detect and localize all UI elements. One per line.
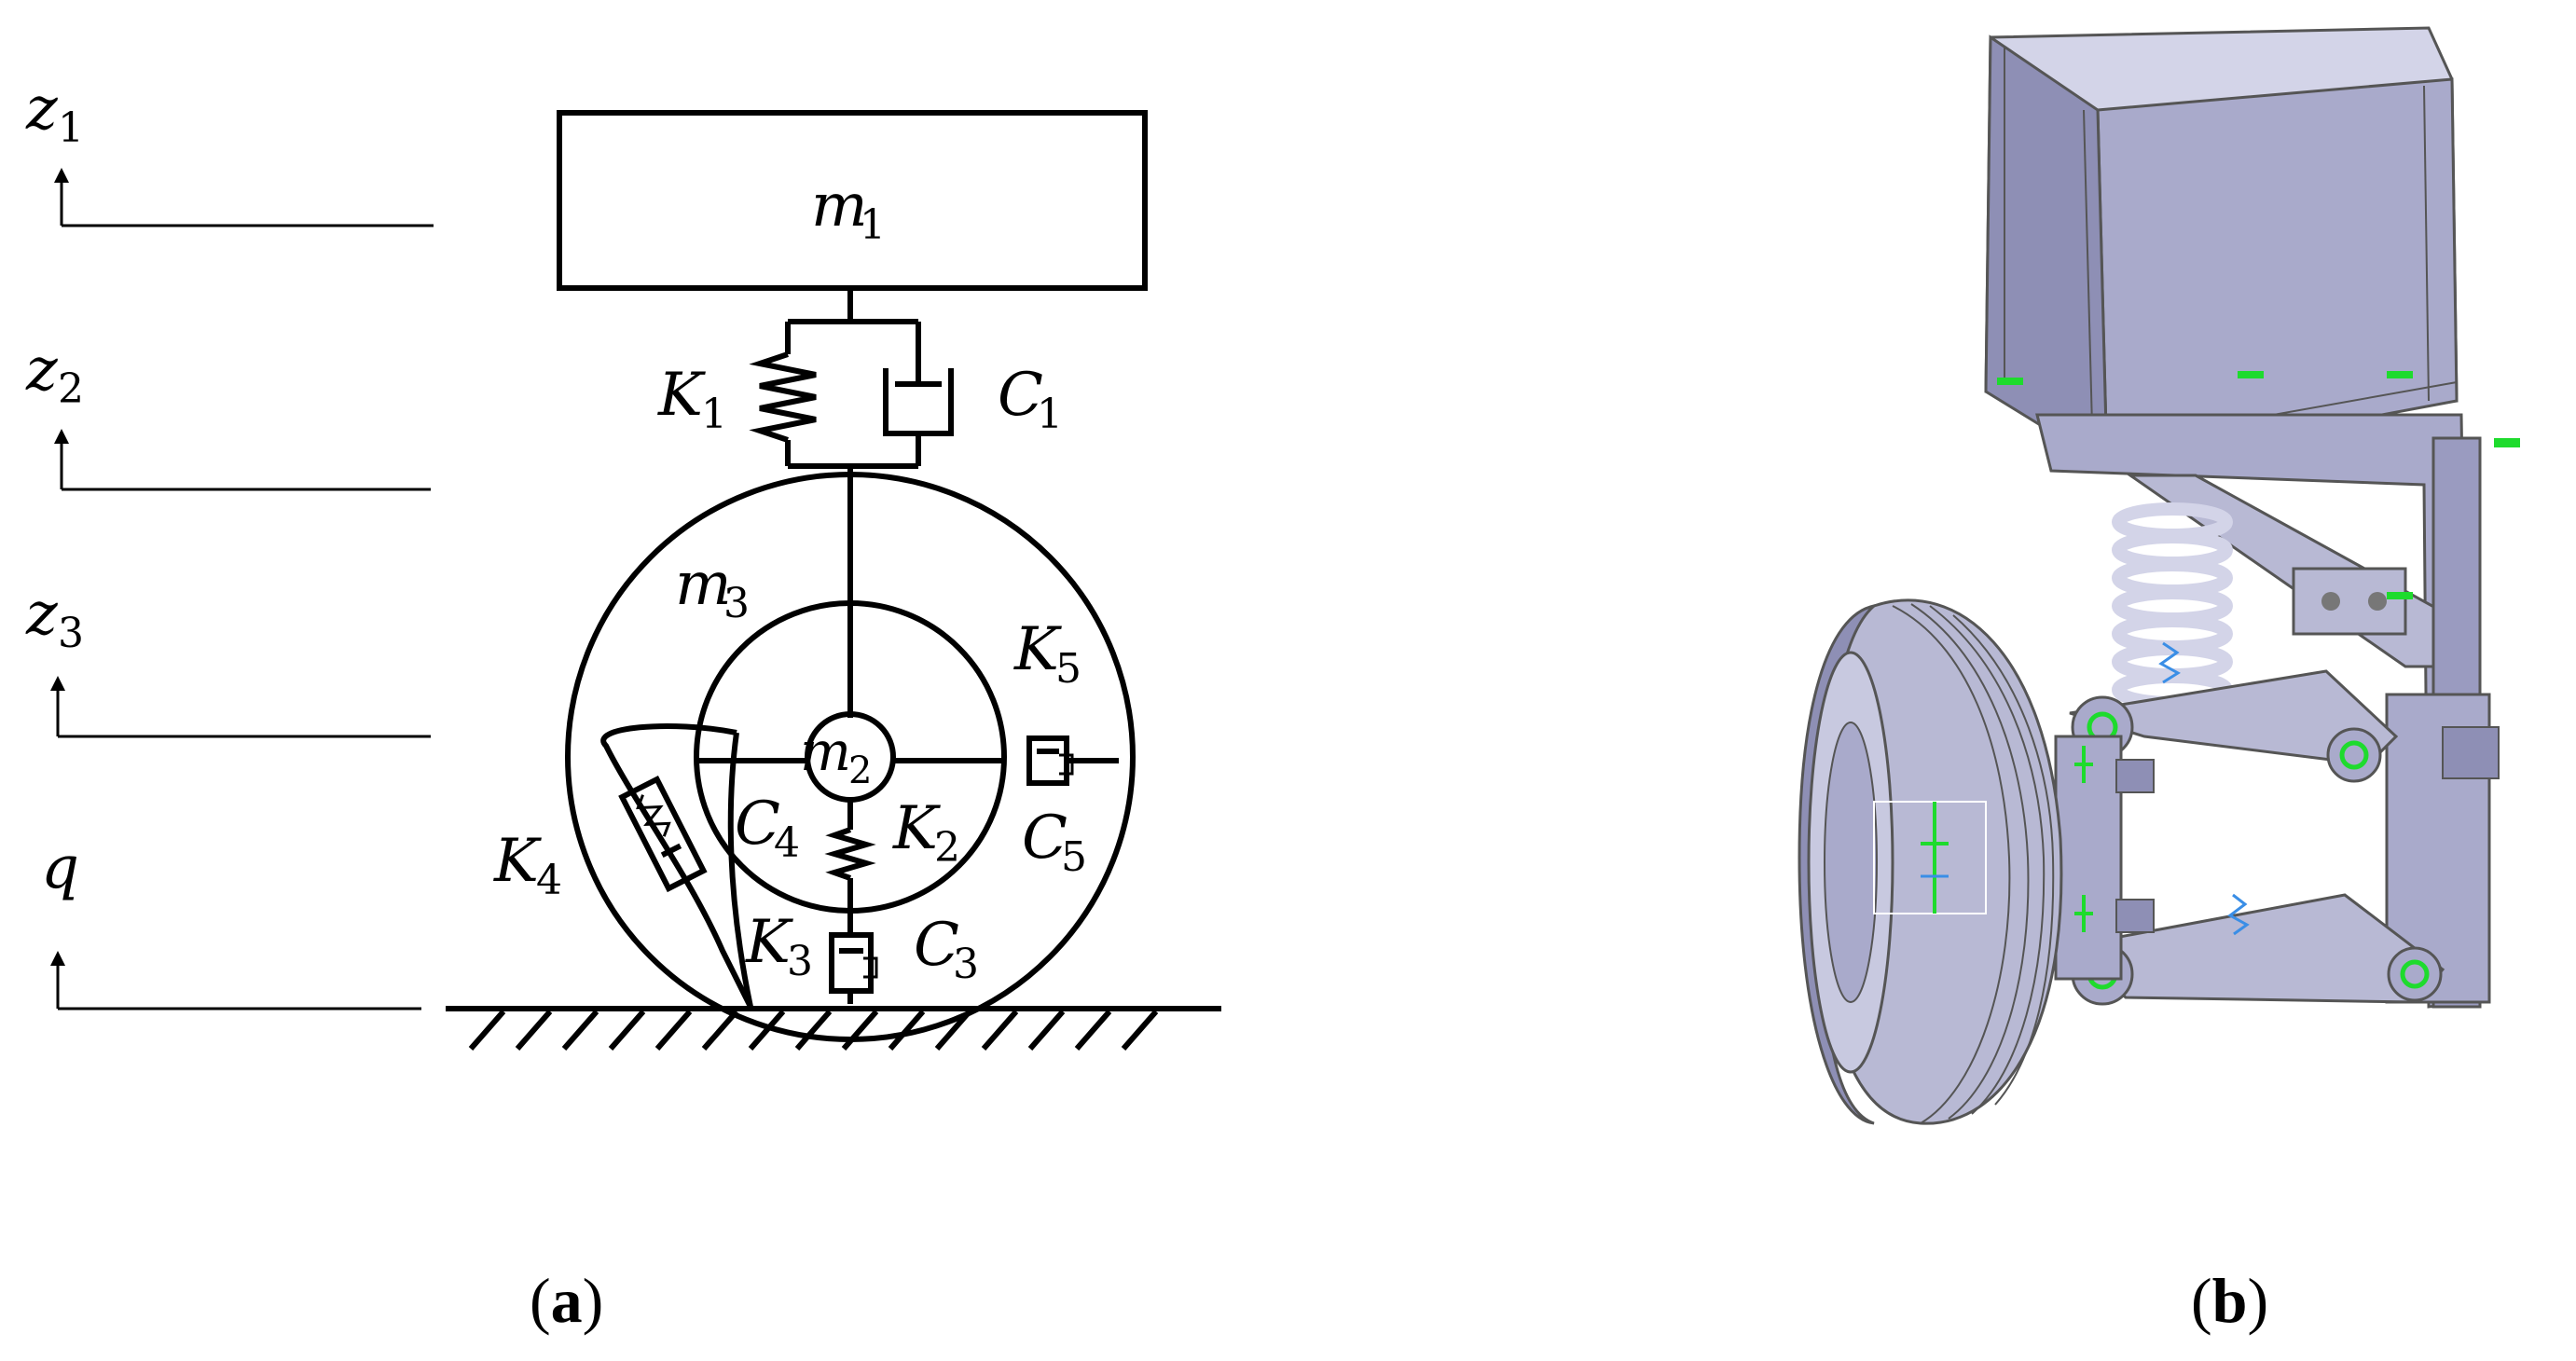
K3-subscript: 3 [787, 938, 813, 985]
m2-subscript: 2 [848, 749, 872, 792]
m3-subscript: 3 [723, 580, 750, 627]
spring-k2 [824, 800, 876, 911]
C1-subscript: 1 [1037, 391, 1063, 438]
spring-marker-upper [2158, 641, 2181, 684]
element-k5-c5 [1026, 735, 1119, 786]
C3-symbol: C [914, 911, 959, 980]
axis-z1: z 1 [25, 75, 434, 227]
K1-subscript: 1 [701, 391, 727, 438]
axis-z1-symbol: z [25, 75, 59, 144]
K4-symbol: K [493, 827, 542, 896]
K2-symbol: K [892, 794, 941, 863]
axis-z3-symbol: z [25, 580, 59, 649]
axis-q-symbol: q [41, 833, 79, 902]
axis-z2-symbol: z [25, 336, 59, 405]
axis-z3: z 3 [25, 580, 431, 738]
K3-symbol: K [745, 908, 793, 977]
axis-z2: z 2 [25, 336, 431, 491]
caption-a: (a) [530, 1265, 603, 1336]
axis-z3-subscript: 3 [58, 610, 84, 657]
m1-symbol: m [811, 172, 868, 241]
K1-symbol: K [657, 361, 706, 430]
C5-subscript: 5 [1061, 833, 1087, 881]
C1-symbol: C [998, 361, 1043, 430]
C4-symbol: C [735, 790, 780, 859]
K5-symbol: K [1013, 615, 1062, 684]
contact-k3-c3 [829, 911, 878, 1004]
axis-z2-subscript: 2 [58, 365, 84, 413]
m1-subscript: 1 [860, 201, 886, 249]
axis-q: q [41, 833, 421, 1010]
caption-b: (b) [2191, 1265, 2268, 1336]
C4-subscript: 4 [774, 819, 800, 867]
C5-symbol: C [1022, 804, 1068, 873]
K5-subscript: 5 [1055, 645, 1081, 693]
panel-a-schematic: z 1 z 2 z 3 q m 1 [25, 75, 1221, 1336]
coil-spring [2112, 502, 2233, 709]
steering-knuckle [2054, 735, 2155, 981]
wheel-tire [1798, 598, 2063, 1125]
axis-z1-subscript: 1 [58, 104, 84, 152]
K2-subscript: 2 [934, 824, 960, 872]
K4-subscript: 4 [536, 857, 562, 904]
C3-subscript: 3 [953, 941, 979, 988]
panel-b-cad-model: (b) [1798, 26, 2520, 1336]
m2-symbol: m [800, 720, 851, 783]
frame-bracket [2035, 413, 2500, 1009]
m3-symbol: m [675, 550, 732, 619]
ground [446, 1006, 1221, 1051]
suspension-k1-c1 [749, 288, 954, 499]
lower-control-arm [2066, 893, 2445, 1006]
body-box [1984, 26, 2520, 469]
sidewall-k4 [600, 722, 753, 1009]
